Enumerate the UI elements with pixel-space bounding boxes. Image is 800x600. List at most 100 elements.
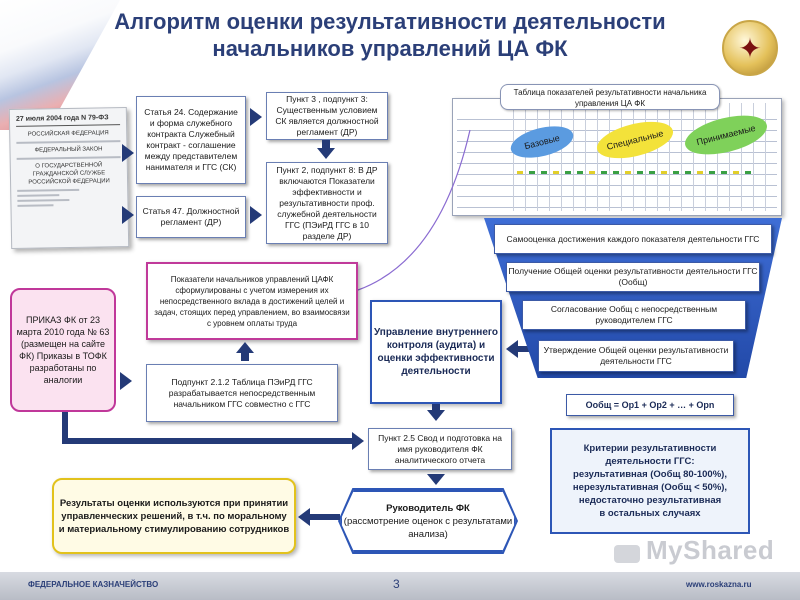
watermark-logo-icon <box>614 545 640 563</box>
performance-criteria-box: Критерии результативности деятельности Г… <box>550 428 750 534</box>
table-cell-marker <box>709 171 715 174</box>
criteria-line-4: в остальных случаях <box>599 508 701 519</box>
criteria-title: Критерии результативности деятельности Г… <box>583 443 717 467</box>
divider <box>16 140 121 144</box>
funnel-step-1: Самооценка достижения каждого показателя… <box>494 224 772 254</box>
divider <box>17 204 54 207</box>
results-usage-box: Результаты оценки используются при приня… <box>52 478 296 554</box>
arrow-down <box>317 148 335 159</box>
divider <box>17 198 70 202</box>
table-grid-row <box>457 185 777 186</box>
connector <box>432 404 440 410</box>
table-grid-col <box>705 103 706 211</box>
arrow-to-results <box>298 508 310 526</box>
law-line-3: О ГОСУДАРСТВЕННОЙ ГРАЖДАНСКОЙ СЛУЖБЕ РОС… <box>28 162 110 186</box>
table-grid-col <box>681 103 682 211</box>
arrow-to-audit <box>506 340 518 358</box>
table-grid-row <box>457 196 777 197</box>
table-cell-marker <box>613 171 619 174</box>
table-grid-col <box>633 103 634 211</box>
divider <box>17 188 80 192</box>
head-subtitle: (рассмотрение оценок с результатами анал… <box>343 515 513 540</box>
table-grid-col <box>549 103 550 211</box>
arrow-up <box>236 342 254 353</box>
table-cell-marker <box>685 171 691 174</box>
page-title: Алгоритм оценки результативности деятель… <box>60 8 720 62</box>
arrow-to-point-3 <box>250 108 262 126</box>
table-cell-marker <box>589 171 595 174</box>
indicators-table-title: Таблица показателей результативности нач… <box>500 84 720 110</box>
table-grid-row <box>457 163 777 164</box>
table-cell-marker <box>577 171 583 174</box>
point-25-box: Пункт 2.5 Свод и подготовка на имя руков… <box>368 428 512 470</box>
table-grid-col <box>597 103 598 211</box>
table-cell-marker <box>637 171 643 174</box>
article-24-box: Статья 24. Содержание и форма служебного… <box>136 96 246 184</box>
table-cell-marker <box>565 171 571 174</box>
indicators-description-box: Показатели начальников управлений ЦАФК с… <box>146 262 358 340</box>
arrow-to-point-2 <box>250 206 262 224</box>
table-grid-col <box>573 103 574 211</box>
arrow-to-subpoint-212 <box>120 372 132 390</box>
arrow-to-article-47 <box>122 206 134 224</box>
table-grid-col <box>741 103 742 211</box>
overall-score-formula: Ообщ = Ор1 + Ор2 + … + Орn <box>566 394 734 416</box>
funnel-step-2: Получение Общей оценки результативности … <box>506 262 760 292</box>
table-cell-marker <box>661 171 667 174</box>
table-grid-col <box>729 103 730 211</box>
connector <box>62 438 354 444</box>
table-grid-col <box>657 103 658 211</box>
table-grid-row <box>457 119 777 120</box>
law-date-number: 27 июля 2004 года N 79-ФЗ <box>15 114 121 127</box>
subpoint-212-box: Подпункт 2.1.2 Таблица ПЭиРД ГГС разраба… <box>146 364 338 422</box>
arrow-down <box>427 410 445 421</box>
table-cell-marker <box>745 171 751 174</box>
point-3-box: Пункт 3 , подпункт 3: Существенным услов… <box>266 92 388 140</box>
criteria-line-3: недостаточно результативная <box>578 495 722 506</box>
funnel-step-3: Согласование Ообщ с непосредственным рук… <box>522 300 746 330</box>
page-number: 3 <box>393 577 400 591</box>
head-of-fk-box: Руководитель ФК (рассмотрение оценок с р… <box>340 490 516 552</box>
divider <box>16 156 121 160</box>
criteria-line-2: нерезультативная (Ообщ < 50%), <box>572 482 728 493</box>
table-grid-col <box>765 103 766 211</box>
arrow-to-article-24 <box>122 144 134 162</box>
table-cell-marker <box>601 171 607 174</box>
head-title: Руководитель ФК <box>386 502 470 514</box>
connector <box>62 412 68 444</box>
table-grid-col <box>669 103 670 211</box>
law-line-1: РОССИЙСКАЯ ФЕДЕРАЦИЯ <box>27 130 109 138</box>
table-cell-marker <box>733 171 739 174</box>
order-box: ПРИКАЗ ФК от 23 марта 2010 года № 63 (ра… <box>10 288 116 412</box>
table-cell-marker <box>697 171 703 174</box>
law-line-2: ФЕДЕРАЛЬНЫЙ ЗАКОН <box>34 146 103 154</box>
table-cell-marker <box>721 171 727 174</box>
table-cell-marker <box>625 171 631 174</box>
footer-org-name: ФЕДЕРАЛЬНОЕ КАЗНАЧЕЙСТВО <box>28 580 159 589</box>
watermark: MyShared <box>646 535 775 565</box>
table-grid-row <box>457 207 777 208</box>
title-line-2: начальников управлений ЦА ФК <box>212 36 568 61</box>
table-grid-col <box>585 103 586 211</box>
footer-website-link[interactable]: www.roskazna.ru <box>686 580 752 589</box>
title-line-1: Алгоритм оценки результативности деятель… <box>114 9 666 34</box>
audit-department-box: Управление внутреннего контроля (аудита)… <box>370 300 502 404</box>
federal-law-document: 27 июля 2004 года N 79-ФЗ РОССИЙСКАЯ ФЕД… <box>8 106 130 250</box>
table-grid-col <box>645 103 646 211</box>
table-cell-marker <box>673 171 679 174</box>
connector <box>241 353 249 361</box>
point-2-box: Пункт 2, подпункт 8: В ДР включаются Пок… <box>266 162 388 244</box>
table-cell-marker <box>517 171 523 174</box>
article-47-box: Статья 47. Должностной регламент (ДР) <box>136 196 246 238</box>
table-grid-col <box>693 103 694 211</box>
funnel-step-4: Утверждение Общей оценки результативност… <box>538 340 734 372</box>
connector <box>322 140 330 148</box>
arrow-to-point-25 <box>352 432 364 450</box>
connector <box>516 346 536 352</box>
table-cell-marker <box>553 171 559 174</box>
table-grid-col <box>717 103 718 211</box>
criteria-line-1: результативная (Ообщ 80-100%), <box>573 469 727 480</box>
connector <box>310 514 340 520</box>
divider <box>17 194 59 197</box>
table-grid-col <box>513 103 514 211</box>
